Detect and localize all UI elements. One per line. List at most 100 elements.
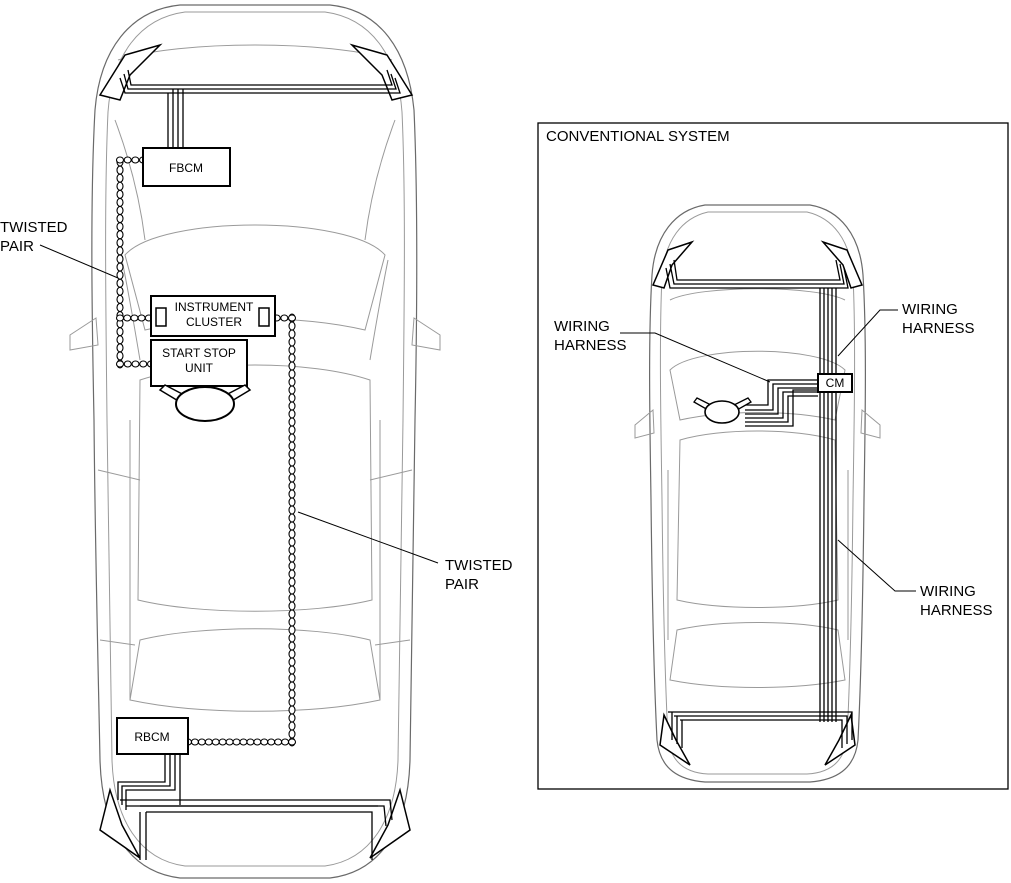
- twisted-pair-link: [288, 497, 296, 507]
- twisted-pair-link: [288, 449, 296, 459]
- fbcm-label: FBCM: [169, 161, 203, 175]
- twisted-pair-link: [280, 314, 289, 322]
- wiring-harness-bottom-right-line1: WIRING: [920, 583, 976, 600]
- twisted-pair-lower-line1: TWISTED: [445, 557, 513, 574]
- twisted-pair-link: [288, 625, 296, 635]
- steering-wheel: [158, 384, 252, 422]
- twisted-pair-link: [288, 553, 296, 563]
- twisted-pair-link: [288, 561, 296, 571]
- twisted-pair-lower-line2: PAIR: [445, 576, 479, 593]
- twisted-pair-link: [288, 337, 296, 347]
- twisted-pair-link: [288, 329, 296, 339]
- twisted-pair-link: [116, 335, 124, 345]
- twisted-pair-link: [288, 729, 296, 739]
- twisted-pair-link: [288, 393, 296, 403]
- instrument-cluster-label-line1: INSTRUMENT: [175, 300, 254, 314]
- twisted-pair-bottom: [183, 738, 297, 746]
- twisted-pair-link: [190, 738, 199, 746]
- twisted-pair-link: [116, 343, 124, 353]
- twisted-pair-link: [274, 738, 283, 746]
- twisted-pair-link: [131, 360, 140, 368]
- right-steering-wheel: [693, 397, 752, 424]
- twisted-pair-link: [288, 353, 296, 363]
- twisted-pair-link: [288, 721, 296, 731]
- twisted-pair-link: [288, 369, 296, 379]
- wiring-harness-top-right-line2: HARNESS: [902, 320, 975, 337]
- twisted-pair-link: [139, 360, 148, 368]
- twisted-pair-link: [116, 189, 124, 199]
- right-front-lamps: [651, 240, 864, 289]
- twisted-pair-link: [288, 537, 296, 547]
- twisted-pair-link: [211, 738, 220, 746]
- twisted-pair-link: [115, 360, 125, 368]
- twisted-pair-link: [116, 278, 124, 288]
- twisted-pair-link: [267, 738, 276, 746]
- twisted-pair-link: [288, 441, 296, 451]
- twisted-pair-link: [137, 314, 146, 322]
- twisted-pair-link: [204, 738, 213, 746]
- twisted-pair-link: [288, 577, 296, 587]
- twisted-pair-link: [288, 545, 296, 555]
- twisted-pair-link: [116, 302, 124, 312]
- twisted-pair-link: [116, 254, 124, 264]
- conventional-harness: [665, 259, 853, 748]
- twisted-pair-link: [288, 521, 296, 531]
- twisted-pair-link: [288, 697, 296, 707]
- twisted-pair-link: [253, 738, 262, 746]
- front-lamps: [98, 43, 414, 101]
- twisted-pair-link: [116, 327, 124, 337]
- twisted-pair-link: [232, 738, 241, 746]
- twisted-pair-link: [116, 294, 124, 304]
- callout-twisted-pair-lower: TWISTED PAIR: [297, 511, 513, 593]
- twisted-pair-link: [288, 681, 296, 691]
- conventional-system-frame: [537, 122, 1009, 790]
- twisted-pair-link: [218, 738, 227, 746]
- conventional-system-title: CONVENTIONAL SYSTEM: [546, 128, 730, 145]
- twisted-pair-link: [288, 513, 296, 523]
- callout-twisted-pair-upper: TWISTED PAIR: [0, 219, 119, 279]
- wiring-harness-bottom-right-line2: HARNESS: [920, 602, 993, 619]
- twisted-pair-link: [116, 262, 124, 272]
- twisted-pair-link: [116, 286, 124, 296]
- twisted-pair-link: [116, 205, 124, 216]
- twisted-pair-link: [123, 360, 132, 368]
- twisted-pair-link: [288, 457, 296, 467]
- start-stop-label-line1: START STOP: [162, 346, 236, 360]
- twisted-pair-link: [116, 351, 124, 361]
- rear-lamps: [99, 787, 411, 859]
- twisted-pair-link: [288, 689, 296, 699]
- wiring-harness-left-line1: WIRING: [554, 318, 610, 335]
- callout-wiring-harness-left: WIRING HARNESS: [554, 318, 771, 383]
- start-stop-unit-module: START STOP UNIT: [150, 339, 248, 387]
- twisted-pair-link: [260, 738, 269, 746]
- twisted-pair-upper-line1: TWISTED: [0, 219, 68, 236]
- twisted-pair-link: [246, 738, 255, 746]
- twisted-pair-link: [288, 417, 296, 427]
- twisted-pair-link: [288, 713, 296, 723]
- right-rear-lamps: [659, 712, 856, 766]
- twisted-pair-link: [116, 181, 124, 191]
- twisted-pair-link: [288, 409, 296, 419]
- rbcm-module: RBCM: [116, 717, 189, 755]
- twisted-pair-link: [287, 314, 297, 322]
- twisted-pair-link: [288, 529, 296, 539]
- twisted-pair-link: [116, 238, 124, 248]
- twisted-pair-link: [287, 738, 297, 746]
- twisted-pair-link: [288, 425, 296, 435]
- twisted-pair-link: [288, 633, 296, 643]
- twisted-pair-link: [116, 173, 124, 183]
- twisted-pair-link: [288, 649, 296, 659]
- twisted-pair-link: [288, 641, 296, 651]
- twisted-pair-link: [115, 314, 125, 322]
- twisted-pair-link: [281, 738, 290, 746]
- cm-module: CM: [817, 373, 853, 393]
- twisted-pair-link: [225, 738, 234, 746]
- twisted-pair-upper-line2: PAIR: [0, 238, 34, 255]
- callout-wiring-harness-top-right: WIRING HARNESS: [837, 301, 975, 357]
- twisted-pair-link: [123, 156, 132, 164]
- twisted-pair-link: [288, 593, 296, 603]
- twisted-pair-right-vertical: [288, 313, 296, 747]
- twisted-pair-link: [116, 230, 124, 240]
- twisted-pair-link: [288, 321, 296, 331]
